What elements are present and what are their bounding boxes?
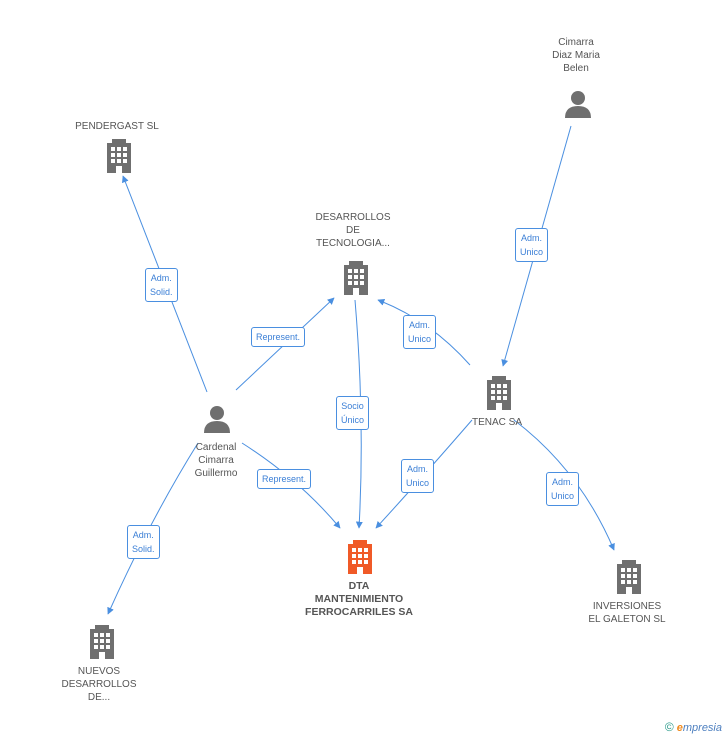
- edge-label-cimarra-tenac: Adm. Unico: [515, 228, 549, 262]
- node-label-dta[interactable]: DTA MANTENIMIENTO FERROCARRILES SA: [305, 580, 413, 618]
- person-icon: [204, 406, 230, 433]
- node-label-desarrollos-tecnologia[interactable]: DESARROLLOS DE TECNOLOGIA...: [315, 212, 391, 249]
- edge-label-cardenal-pendergast: Adm. Solid.: [145, 268, 178, 302]
- brand-watermark: © empresia: [665, 720, 722, 734]
- building-icon: [487, 376, 511, 410]
- edge-label-tenac-desarrollos: Adm. Unico: [403, 315, 437, 349]
- node-label-cardenal[interactable]: Cardenal Cimarra Guillermo: [194, 442, 238, 479]
- edge-label-cardenal-desarrollos: Represent.: [251, 327, 306, 347]
- building-icon-main: [348, 540, 372, 574]
- building-icon: [104, 139, 134, 173]
- edge-label-tenac-inversiones: Adm. Unico: [546, 472, 580, 506]
- node-label-inversiones[interactable]: INVERSIONES EL GALETON SL: [588, 601, 666, 625]
- edge-label-cardenal-nuevos: Adm. Solid.: [127, 525, 160, 559]
- building-icon: [617, 560, 641, 594]
- edge-label-tenac-dta: Adm. Unico: [401, 459, 435, 493]
- person-icon: [565, 91, 591, 118]
- brand-logo-text: mpresia: [682, 722, 722, 734]
- edge-label-desarrollos-dta: Socio Único: [336, 396, 370, 430]
- brand-logo-letter: e: [676, 722, 683, 734]
- copyright-icon: ©: [664, 720, 674, 734]
- node-label-tenac[interactable]: TENAC SA: [471, 417, 522, 428]
- node-label-cimarra-diaz[interactable]: Cimarra Diaz Maria Belen: [552, 37, 600, 74]
- edge-cardenal-nuevos: [107, 442, 199, 615]
- edge-label-cardenal-dta: Represent.: [257, 469, 312, 489]
- node-label-nuevos[interactable]: NUEVOS DESARROLLOS DE...: [61, 666, 137, 703]
- building-icon: [344, 261, 368, 295]
- node-label-pendergast[interactable]: PENDERGAST SL: [75, 121, 159, 132]
- building-icon: [90, 625, 114, 659]
